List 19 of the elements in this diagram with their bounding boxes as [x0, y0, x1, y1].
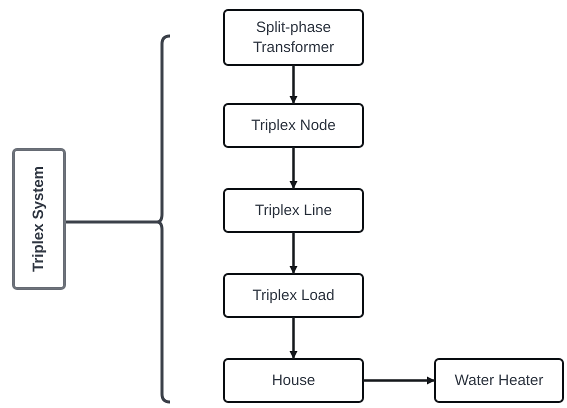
arrow — [290, 148, 298, 189]
box-label: Water Heater — [454, 370, 544, 390]
arrow — [290, 233, 298, 274]
arrow — [364, 376, 435, 384]
process-box — [12, 148, 66, 290]
arrow — [290, 318, 298, 359]
process-box — [223, 358, 364, 403]
process-box — [223, 273, 364, 318]
process-box — [434, 358, 564, 403]
arrow — [290, 66, 298, 104]
box-label: Triplex Node — [251, 116, 336, 136]
box-label: House — [272, 370, 316, 390]
box-label: Triplex Load — [252, 286, 334, 306]
process-box — [223, 9, 364, 66]
process-box — [223, 188, 364, 233]
box-label: Triplex Line — [255, 200, 332, 220]
box-label: Triplex System — [29, 166, 48, 272]
process-box — [223, 103, 364, 148]
box-label: Split-phase Transformer — [252, 18, 336, 57]
